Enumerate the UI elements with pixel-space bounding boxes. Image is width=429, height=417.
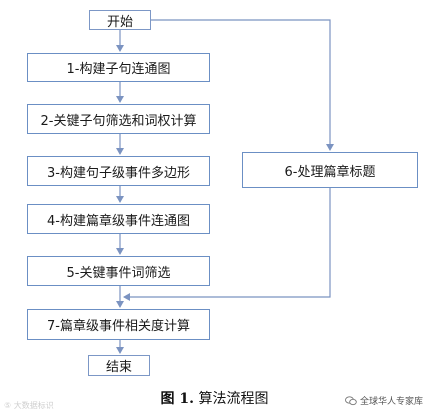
step1-label: 1-构建子句连通图 [66,62,171,77]
step7-box: 7-篇章级事件相关度计算 [27,309,210,340]
step2-label: 2-关键子句筛选和词权计算 [40,113,197,129]
step1-box: 1-构建子句连通图 [27,53,210,82]
step5-label: 5-关键事件词筛选 [66,265,171,281]
step4-label: 4-构建篇章级事件连通图 [47,213,190,229]
figure-title: 算法流程图 [198,391,269,407]
step4-box: 4-构建篇章级事件连通图 [27,204,210,234]
step6-label: 6-处理篇章标题 [284,164,376,180]
step3-label: 3-构建句子级事件多边形 [47,165,190,181]
arrow-step6-to-join [123,188,331,301]
watermark-left: ⑤ 大数据标识 [4,400,54,411]
end-node: 结束 [88,355,150,376]
step2-box: 2-关键子句筛选和词权计算 [27,104,210,134]
step3-box: 3-构建句子级事件多边形 [27,156,210,186]
step7-label: 7-篇章级事件相关度计算 [47,319,190,334]
watermark-left-text: ⑤ 大数据标识 [4,401,54,410]
wechat-icon [345,395,357,405]
watermark-right: 全球华人专家库 [345,394,423,407]
start-node: 开始 [89,10,151,30]
end-label: 结束 [105,360,132,375]
figure-label: 图 1. [160,391,195,407]
start-label: 开始 [106,14,133,30]
figure-caption: 图 1. 算法流程图 [0,388,429,408]
step5-box: 5-关键事件词筛选 [27,256,210,286]
arrow-start-to-step6 [150,19,334,151]
step6-box: 6-处理篇章标题 [242,152,418,188]
watermark-right-text: 全球华人专家库 [359,397,423,407]
